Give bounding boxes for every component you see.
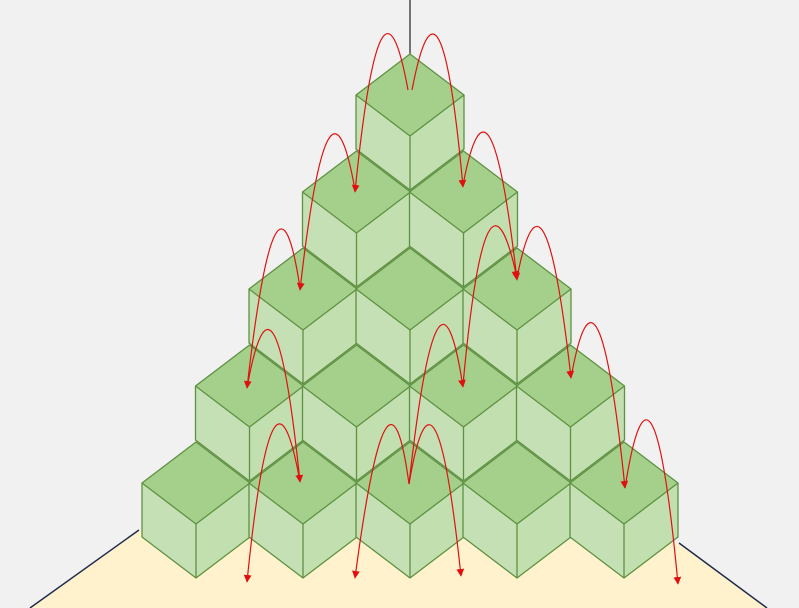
cube-left-face xyxy=(356,289,410,384)
cube-right-face xyxy=(517,483,571,578)
cube xyxy=(462,247,572,385)
cube-left-face xyxy=(142,483,196,578)
cube-right-face xyxy=(356,192,411,287)
cube-left-face xyxy=(356,483,410,578)
cube xyxy=(355,53,465,191)
floor-edge xyxy=(678,542,768,608)
jump-arrow xyxy=(296,133,356,291)
cube-left-face xyxy=(409,192,464,287)
cube xyxy=(462,441,572,579)
jump-arrow xyxy=(243,228,301,389)
cube-right-face xyxy=(249,386,304,481)
jump-arrow xyxy=(351,33,409,193)
cube-right-face xyxy=(463,386,518,481)
cube-right-face xyxy=(410,95,464,190)
cube xyxy=(355,247,465,385)
jump-arrow xyxy=(462,225,520,386)
cube xyxy=(248,441,358,579)
cube-left-face xyxy=(516,386,571,481)
floor-edge xyxy=(29,529,140,608)
jump-arrow xyxy=(243,423,301,583)
jump-arrows xyxy=(243,33,682,585)
jump-arrow xyxy=(408,424,465,577)
cube-right-face xyxy=(410,483,464,578)
cube-left-face xyxy=(463,289,517,384)
jump-arrow xyxy=(246,328,304,483)
cube-left-face xyxy=(302,386,357,481)
cube-left-face xyxy=(302,192,357,287)
cube-left-face xyxy=(570,483,624,578)
cube-left-face xyxy=(195,386,250,481)
cube-stack xyxy=(141,53,679,579)
cube-right-face xyxy=(570,386,625,481)
jump-arrow xyxy=(516,225,575,379)
cube-right-face xyxy=(303,483,357,578)
cube-left-face xyxy=(463,483,517,578)
cube xyxy=(408,150,519,288)
cube-right-face xyxy=(624,483,678,578)
cube-right-face xyxy=(517,289,571,384)
cube-right-face xyxy=(463,192,518,287)
cube-right-face xyxy=(303,289,357,384)
cube-left-face xyxy=(249,289,303,384)
cube-right-face xyxy=(196,483,250,578)
cube-right-face xyxy=(410,289,464,384)
cube-left-face xyxy=(249,483,303,578)
jump-arrow xyxy=(624,419,682,585)
cube xyxy=(141,441,251,579)
cube-left-face xyxy=(356,95,410,190)
cube xyxy=(515,344,626,482)
jump-arrow xyxy=(352,423,410,579)
cube xyxy=(355,441,465,579)
jump-arrow xyxy=(462,131,521,281)
jump-arrow xyxy=(411,33,467,188)
jump-arrow xyxy=(570,322,629,489)
jump-arrow xyxy=(408,323,466,485)
